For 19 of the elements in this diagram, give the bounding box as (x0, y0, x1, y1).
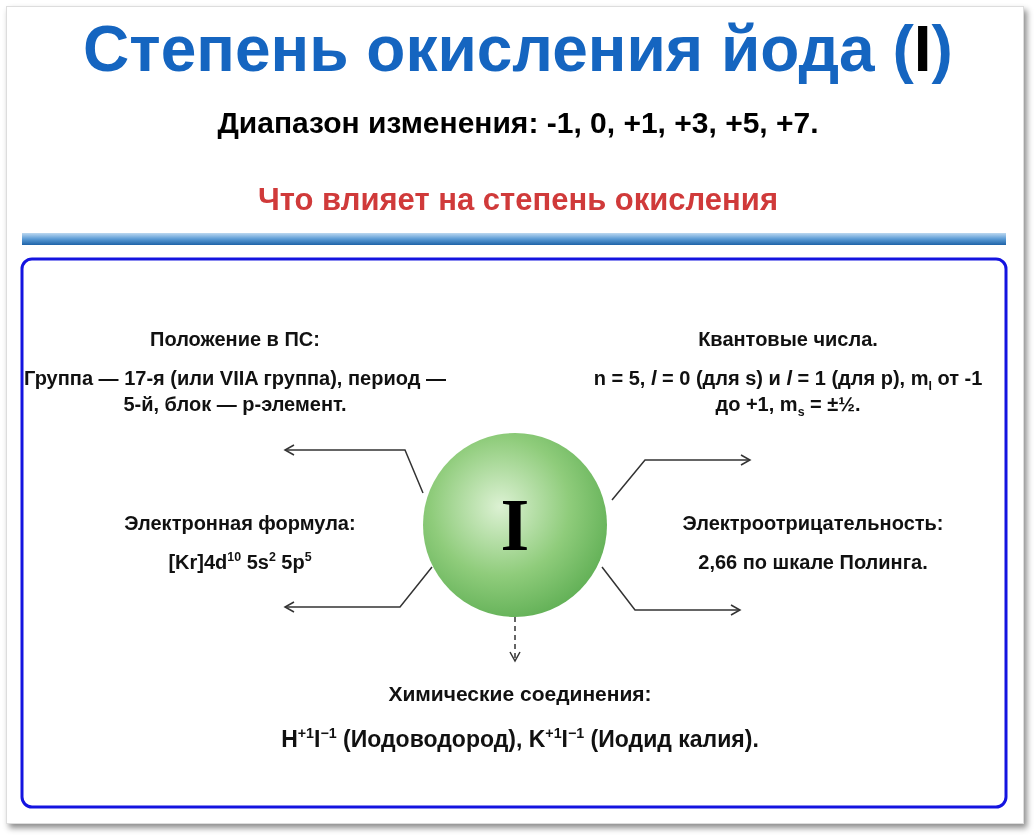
topic-text: Группа — 17-я (или VIIA группа), период — 5-й, блок — p-элемент. (23, 366, 447, 418)
arrow (509, 616, 521, 662)
arrow (601, 566, 741, 616)
topic-text: 2,66 по шкале Полинга. (697, 550, 929, 575)
topic-text: H$^{+1}$I$^{−1}$ (Иодоводород), K$^{+1}$I$^{−1}$ (Иодид калия). (280, 724, 760, 754)
topic-heading: Электроотрицательность: (681, 512, 945, 535)
topic-heading: Химические соединения: (387, 682, 653, 706)
arrow (284, 566, 433, 613)
topic-text: n = 5, l = 0 (для s) и l = 1 (для p), m$_{l}$ от -1 до +1, m$_{s}$ = ±½. (592, 366, 984, 418)
topic-heading: Электронная формула: (123, 512, 357, 535)
arrow (611, 454, 751, 501)
slide-title: Степень окисления йода (I) (82, 14, 954, 85)
subtitle: Диапазон изменения: -1, 0, +1, +3, +5, +7. (216, 106, 820, 140)
topic-text: [Kr]4d$^{10}$ 5s$^{2}$ 5p$^{5}$ (167, 549, 313, 575)
arrow (284, 444, 424, 494)
element-symbol: I (500, 482, 530, 568)
topic-heading: Положение в ПС: (149, 328, 321, 351)
topic-heading: Квантовые числа. (697, 328, 879, 351)
section-heading: Что влияет на степень окисления (257, 182, 779, 218)
